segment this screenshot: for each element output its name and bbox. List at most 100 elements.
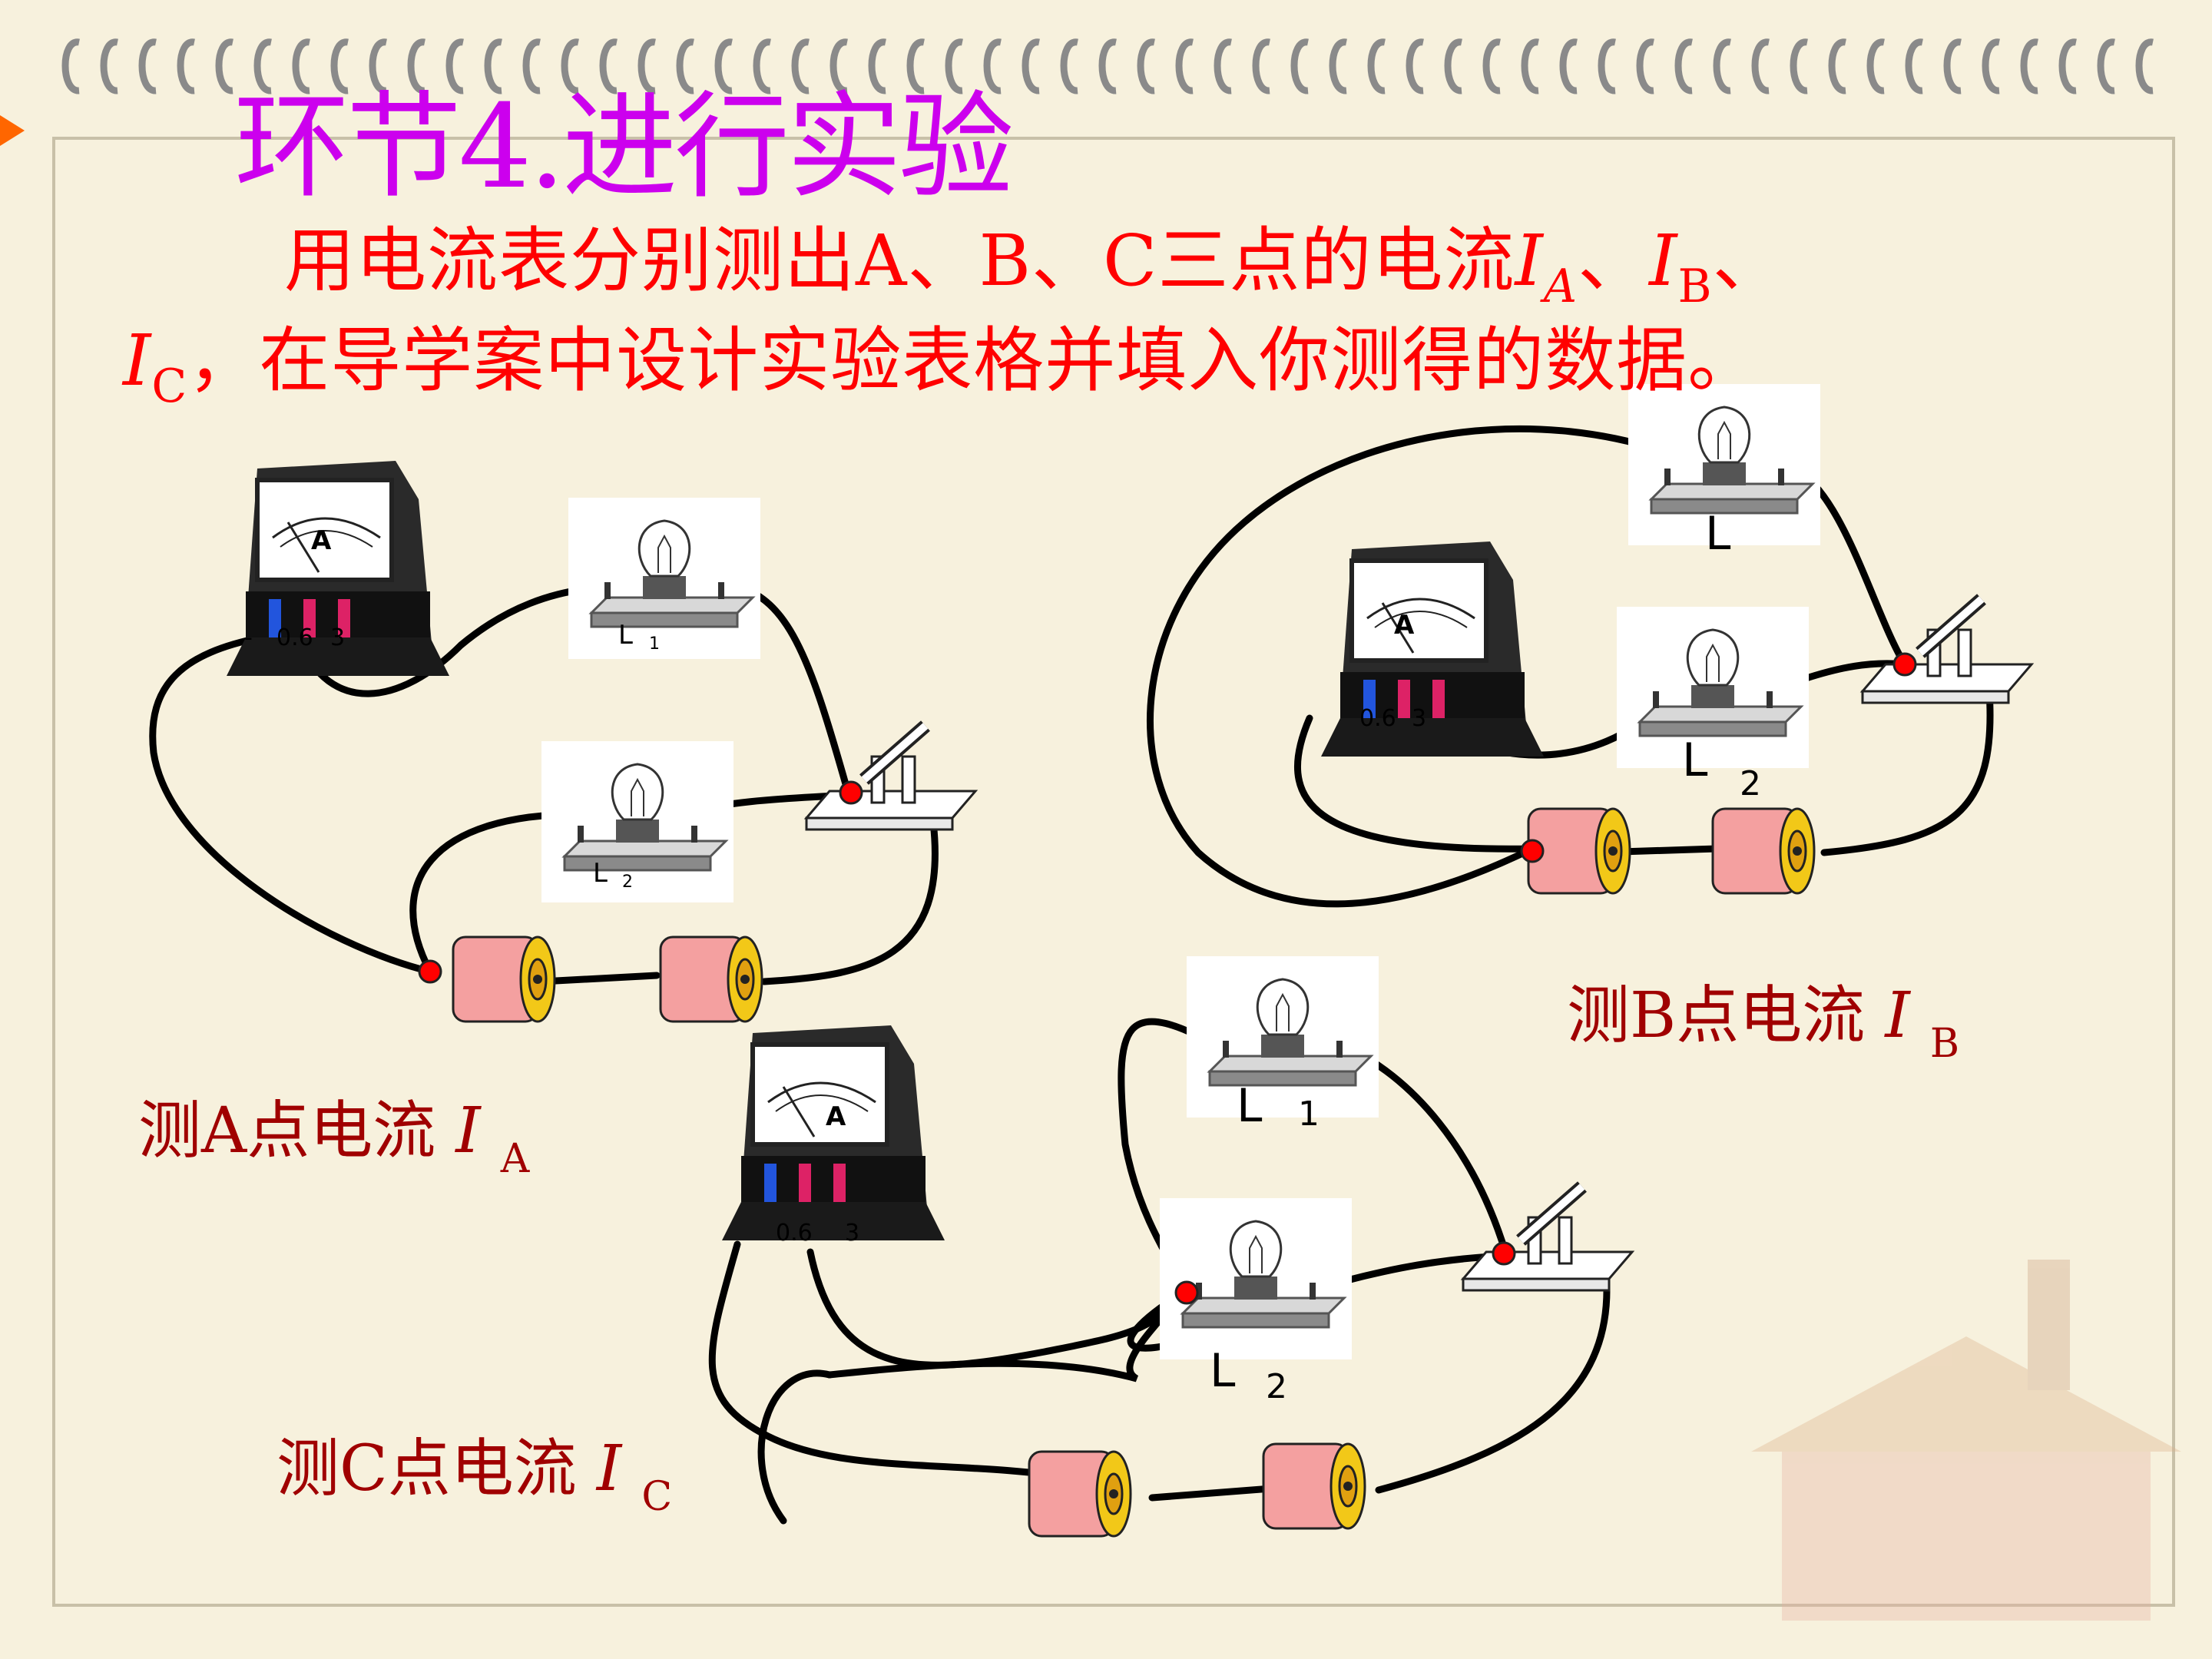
var-ib: I: [1649, 220, 1678, 302]
var-ic-sub: C: [151, 359, 188, 413]
notebook-ring: [1444, 38, 1462, 94]
caption-c-var: I: [596, 1432, 622, 1505]
measure-point-c: [1174, 1280, 1199, 1305]
arrow-icon: [0, 115, 25, 146]
lamp-c-l1: [1185, 955, 1380, 1119]
notebook-ring: [676, 38, 694, 94]
lamp-c-l1-sub: 1: [1298, 1094, 1320, 1134]
slide-title: 环节4.进行实验: [234, 81, 1014, 214]
caption-c-text: 测C点电流: [276, 1432, 577, 1505]
lamp-c-l2: [1158, 1197, 1353, 1361]
notebook-ring: [1598, 38, 1616, 94]
battery-a-1: [452, 935, 556, 1023]
caption-circuit-c: 测C点电流 I C: [276, 1417, 672, 1520]
slide-frame: [52, 137, 2175, 1607]
ammeter-b-terminal-06: 0.6: [1359, 705, 1396, 732]
ammeter-c-letter: A: [826, 1101, 846, 1132]
notebook-ring: [177, 38, 195, 94]
notebook-ring: [1482, 38, 1501, 94]
notebook-ring: [945, 38, 963, 94]
lamp-a-l1: [567, 496, 762, 661]
caption-a-sub: A: [500, 1136, 530, 1182]
instruction-line-1: 用电流表分别测出A、B、C三点的电流IA、IB、: [284, 204, 1784, 313]
notebook-ring: [1022, 38, 1040, 94]
var-ia: I: [1515, 220, 1544, 302]
junction-a: [839, 780, 863, 805]
notebook-ring: [1329, 38, 1347, 94]
notebook-ring: [407, 38, 426, 94]
junction-b: [1892, 652, 1917, 677]
battery-a-2: [659, 935, 763, 1023]
circuit-a: A - 0.6 3 L 1 L 2: [149, 461, 975, 1023]
ammeter-c-terminal-06: 0.6: [776, 1220, 813, 1247]
notebook-ring: [561, 38, 579, 94]
caption-a-var: I: [455, 1094, 481, 1167]
notebook-ring: [2097, 38, 2115, 94]
var-ib-sub: B: [1677, 260, 1713, 313]
notebook-ring: [253, 38, 272, 94]
ammeter-b-letter: A: [1394, 610, 1415, 641]
notebook-ring: [983, 38, 1002, 94]
ammeter-a-letter: A: [311, 525, 332, 556]
notebook-ring: [1406, 38, 1424, 94]
notebook-ring: [1713, 38, 1731, 94]
measure-point-a: [418, 959, 442, 984]
ammeter-c-terminal-3: 3: [845, 1220, 859, 1247]
notebook-ring: [1290, 38, 1309, 94]
notebook-ring: [637, 38, 656, 94]
lamp-b-l2-sub: 2: [1740, 764, 1761, 803]
lamp-a-l2: [540, 740, 735, 904]
var-ia-sub: A: [1543, 260, 1578, 313]
notebook-ring: [138, 38, 157, 94]
notebook-ring: [484, 38, 502, 94]
notebook-ring: [906, 38, 925, 94]
notebook-ring: [1252, 38, 1270, 94]
notebook-ring: [1559, 38, 1578, 94]
notebook-ring: [2058, 38, 2077, 94]
notebook-ring: [1367, 38, 1386, 94]
lamp-a-l1-label: L: [618, 620, 633, 651]
notebook-ring: [1137, 38, 1155, 94]
ammeter-a-terminal-06: 0.6: [276, 624, 313, 651]
caption-b-text: 测B点电流: [1567, 979, 1866, 1052]
lamp-b-l1-label: L: [1705, 507, 1731, 561]
notebook-ring: [599, 38, 618, 94]
caption-c-sub: C: [641, 1474, 673, 1520]
caption-circuit-b: 测B点电流 I B: [1567, 964, 1959, 1067]
circuit-c: A 0.6 3 L 1 L 2: [708, 955, 1632, 1538]
notebook-ring: [1214, 38, 1232, 94]
notebook-ring: [1790, 38, 1808, 94]
notebook-ring: [1943, 38, 1962, 94]
notebook-ring: [1636, 38, 1654, 94]
notebook-ring: [1828, 38, 1846, 94]
notebook-ring: [292, 38, 310, 94]
notebook-ring: [100, 38, 118, 94]
decorative-house: [1751, 1260, 2181, 1621]
notebook-ring: [2135, 38, 2154, 94]
notebook-ring: [2020, 38, 2038, 94]
lamp-b-l2: [1615, 605, 1810, 770]
separator-2: 、: [1712, 220, 1784, 302]
battery-b-2: [1711, 807, 1816, 895]
notebook-ring: [1751, 38, 1770, 94]
notebook-ring: [1175, 38, 1194, 94]
notebook-ring: [1098, 38, 1117, 94]
notebook-ring: [330, 38, 349, 94]
ammeter-a-terminal-neg: -: [244, 624, 253, 651]
lamp-c-l2-label: L: [1210, 1344, 1236, 1398]
lamp-c-l1-label: L: [1237, 1079, 1263, 1133]
notebook-ring: [215, 38, 233, 94]
notebook-ring: [445, 38, 464, 94]
notebook-ring: [1905, 38, 1923, 94]
notebook-ring: [791, 38, 810, 94]
notebook-ring: [369, 38, 387, 94]
notebook-ring: [61, 38, 80, 94]
caption-b-var: I: [1885, 979, 1910, 1052]
notebook-ring: [753, 38, 771, 94]
notebook-ring: [868, 38, 886, 94]
lamp-c-l2-sub: 2: [1266, 1367, 1287, 1406]
notebook-ring: [830, 38, 848, 94]
notebook-ring: [1982, 38, 2000, 94]
